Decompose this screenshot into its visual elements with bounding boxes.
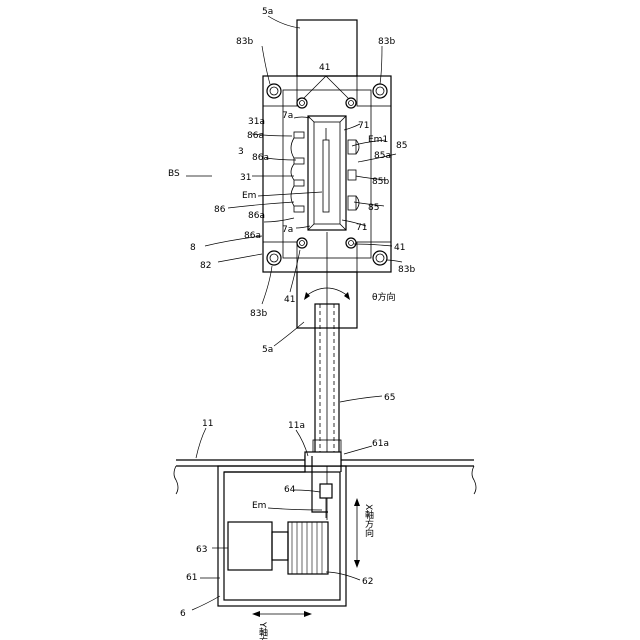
clamp-86a-left	[291, 132, 304, 212]
label-61: 61	[186, 573, 197, 583]
label-83b-tr: 83b	[378, 37, 395, 47]
corner-tr	[357, 76, 391, 106]
bolt-83b-tr	[373, 84, 387, 98]
screw-41-tr	[346, 98, 356, 108]
screw-41-tl	[297, 98, 307, 108]
motor-shaft-housing	[272, 532, 288, 560]
label-61a: 61a	[372, 439, 389, 449]
label-31a: 31a	[248, 117, 265, 127]
label-86a-4: 86a	[244, 231, 261, 241]
label-85a: 85a	[374, 151, 391, 161]
label-71-top: 71	[358, 121, 369, 131]
label-8: 8	[190, 243, 196, 253]
label-11a: 11a	[288, 421, 305, 431]
bolt-83b-bl	[267, 251, 281, 265]
corner-tl	[263, 76, 297, 106]
label-Em-lower: Em	[252, 501, 266, 511]
label-5a-top: 5a	[262, 7, 273, 17]
label-86a-2: 86a	[252, 153, 269, 163]
label-85b: 85b	[372, 177, 389, 187]
label-5a-bot: 5a	[262, 345, 273, 355]
label-41-top: 41	[319, 63, 330, 73]
label-x-axis: X軸方向	[363, 504, 374, 537]
screw-41-br	[346, 238, 356, 248]
window-71	[314, 122, 340, 224]
label-7a-top: 7a	[282, 111, 293, 121]
label-83b-bl: 83b	[250, 309, 267, 319]
clamp-85-right	[348, 140, 359, 210]
label-7a-bot: 7a	[282, 225, 293, 235]
label-65: 65	[384, 393, 395, 403]
bolt-83b-br	[373, 251, 387, 265]
label-62: 62	[362, 577, 373, 587]
label-41-bl: 41	[284, 295, 295, 305]
label-63: 63	[196, 545, 207, 555]
label-83b-br: 83b	[398, 265, 415, 275]
sample-Em	[323, 140, 329, 212]
label-82: 82	[200, 261, 211, 271]
label-85-bot: 85	[368, 203, 379, 213]
screw-41-bl	[297, 238, 307, 248]
label-6: 6	[180, 609, 186, 619]
label-BS: BS	[168, 169, 180, 179]
label-31: 31	[240, 173, 251, 183]
label-theta: θ方向	[372, 291, 396, 303]
label-41-br: 41	[394, 243, 405, 253]
corner-br	[357, 242, 391, 272]
label-86: 86	[214, 205, 226, 215]
label-83b-tl: 83b	[236, 37, 253, 47]
bolt-83b-tl	[267, 84, 281, 98]
label-3: 3	[238, 147, 244, 157]
label-11: 11	[202, 419, 213, 429]
gear-62	[288, 522, 328, 574]
port-61a	[305, 452, 341, 466]
label-y-axis: Y軸方向	[257, 621, 268, 640]
corner-bl	[263, 242, 297, 272]
label-Em1: Em1	[368, 135, 388, 145]
label-85-top: 85	[396, 141, 407, 151]
label-86a-3: 86a	[248, 211, 265, 221]
label-86a-1: 86a	[247, 131, 264, 141]
coupling-64	[320, 484, 332, 498]
label-Em-upper: Em	[242, 191, 256, 201]
motor-63	[228, 522, 272, 570]
label-71-bot: 71	[356, 223, 367, 233]
label-64: 64	[284, 485, 296, 495]
